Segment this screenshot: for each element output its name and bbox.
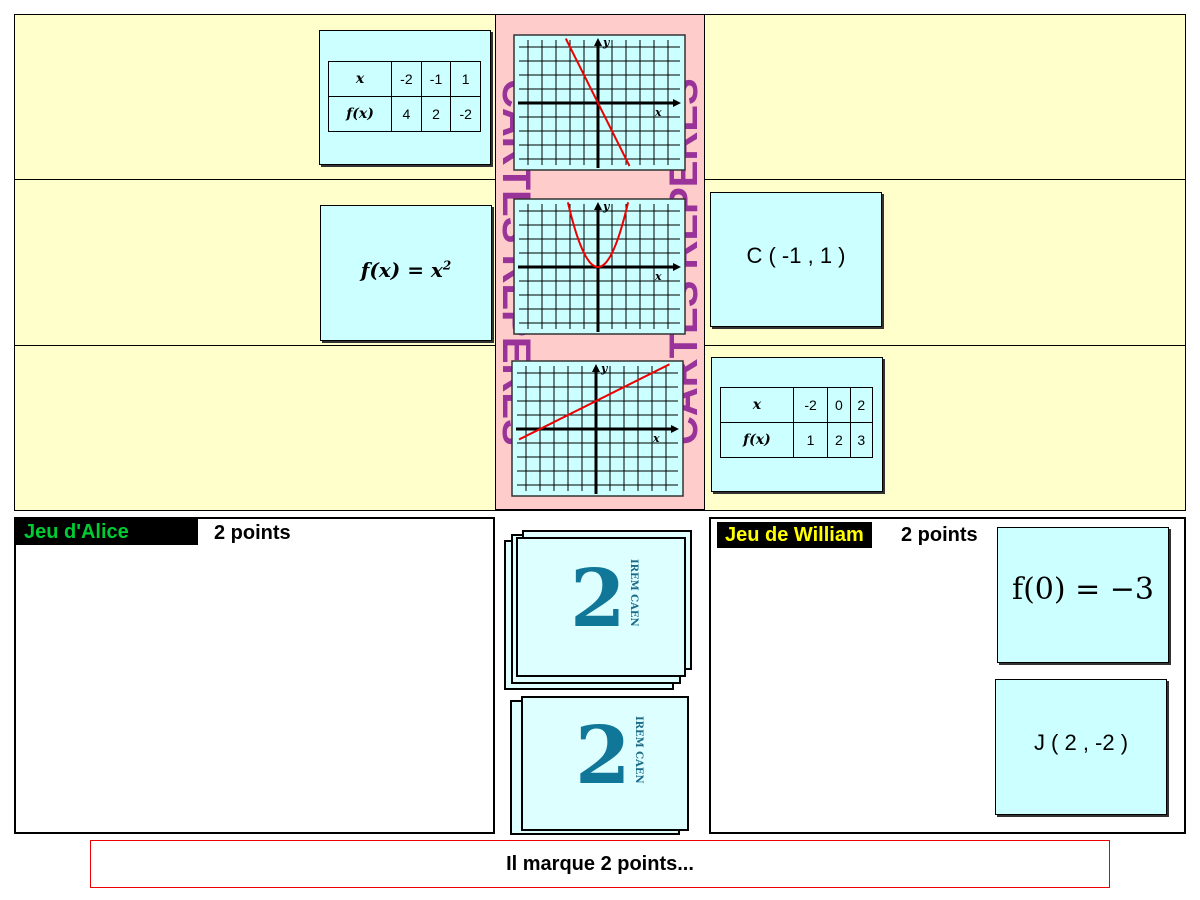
table-header: f(x) [327, 96, 393, 132]
y-arrow-icon [594, 38, 602, 46]
table-header: x [720, 387, 794, 423]
irem-logo: 2 [575, 708, 631, 802]
y-axis-label: y [602, 200, 611, 213]
function-curve [564, 38, 631, 167]
table-cell: 2 [827, 422, 851, 458]
player-name: Jeu d'Alice [16, 519, 198, 545]
formula-card[interactable]: f(x) = x2 [320, 205, 492, 341]
function-curve [518, 363, 670, 441]
william-hand: Jeu de William 2 points f(0) = −3 J ( 2 … [709, 517, 1186, 834]
table-cell: 1 [450, 61, 481, 97]
table-cell: -2 [450, 96, 481, 132]
formula-text: f(x) = x2 [360, 258, 452, 282]
table-cell: 4 [391, 96, 422, 132]
deck-card-top: 2 IREM CAEN [516, 537, 686, 677]
table-cell: 3 [849, 422, 874, 458]
graph-card-3[interactable]: xy [511, 360, 684, 497]
y-arrow-icon [594, 202, 602, 210]
player-score: 2 points [214, 522, 291, 544]
point-card[interactable]: C ( -1 , 1 ) [710, 192, 882, 327]
card-text: f(0) = −3 [1011, 572, 1155, 607]
x-arrow-icon [671, 425, 679, 433]
x-arrow-icon [673, 263, 681, 271]
card-f0[interactable]: f(0) = −3 [997, 527, 1169, 663]
irem-logo-text: IREM CAEN [633, 716, 644, 784]
player-name: Jeu de William [717, 522, 872, 548]
y-axis-label: y [600, 362, 609, 375]
irem-logo-text: IREM CAEN [628, 559, 639, 627]
x-axis-label: x [652, 432, 660, 445]
x-arrow-icon [673, 99, 681, 107]
alice-hand: Jeu d'Alice 2 points [14, 517, 495, 834]
irem-logo: 2 [570, 551, 626, 645]
table-cell: 2 [420, 96, 452, 132]
card-text: J ( 2 , -2 ) [1033, 730, 1129, 755]
graph-card-1[interactable]: xy [513, 34, 686, 171]
x-axis-label: x [654, 270, 662, 283]
status-message: Il marque 2 points... [90, 840, 1110, 888]
y-arrow-icon [592, 364, 600, 372]
table-cell: -2 [792, 387, 829, 423]
graph-card-2[interactable]: xy [513, 198, 686, 335]
point-text: C ( -1 , 1 ) [746, 243, 846, 268]
table-cell: 2 [849, 387, 874, 423]
function-curve [566, 202, 630, 268]
x-axis-label: x [654, 106, 662, 119]
discard-card-top: 2 IREM CAEN [521, 696, 689, 831]
card-point-j[interactable]: J ( 2 , -2 ) [995, 679, 1167, 815]
player-score: 2 points [901, 524, 978, 546]
table-header: f(x) [720, 422, 794, 458]
y-axis-label: y [602, 36, 611, 49]
